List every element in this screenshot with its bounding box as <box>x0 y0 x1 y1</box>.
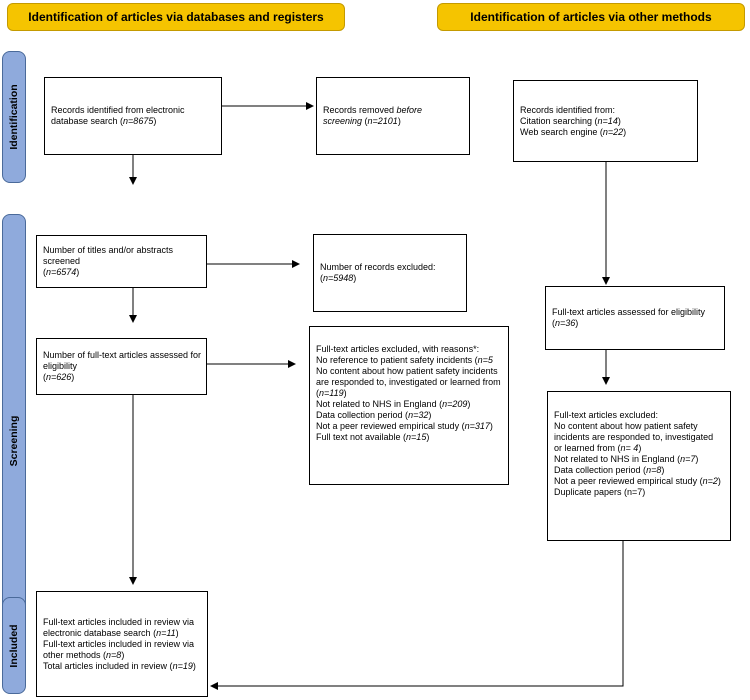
other-excluded-line: Not a peer reviewed empirical study (n=2… <box>554 476 721 486</box>
included-line: Full-text articles included in review vi… <box>43 616 195 627</box>
box-records-excluded: Number of records excluded:(n=5948) <box>313 234 467 312</box>
db-fulltext-line: eligibility <box>43 361 78 371</box>
included-line: electronic database search (n=11) <box>43 627 179 638</box>
box-db-excluded: Full-text articles excluded, with reason… <box>309 326 509 485</box>
removed-line: screening (n=2101) <box>323 116 401 126</box>
db-excluded-line: Not related to NHS in England (n=209) <box>316 399 471 409</box>
other-excluded-line: Not related to NHS in England (n=7) <box>554 454 699 464</box>
removed-line: Records removed before <box>323 105 423 115</box>
box-other-excluded: Full-text articles excluded:No content a… <box>547 391 731 541</box>
db-records-line: Records identified from electronic <box>51 105 185 115</box>
db-excluded-line: (n=119) <box>316 388 347 398</box>
db-excluded-line: No content about how patient safety inci… <box>316 366 498 376</box>
other-records-line: Web search engine (n=22) <box>520 126 627 137</box>
other-excluded-line: or learned from (n= 4) <box>554 443 642 453</box>
phase-identification: Identification <box>2 51 26 183</box>
other-records-line: Records identified from: <box>520 104 616 115</box>
records-excluded-line: (n=5948) <box>320 273 357 283</box>
other-excluded-line: No content about how patient safety <box>554 421 698 431</box>
db-excluded-line: Not a peer reviewed empirical study (n=3… <box>316 421 493 431</box>
phase-included: Included <box>2 597 26 694</box>
titles-screened-line: Number of titles and/or abstracts <box>43 245 174 255</box>
db-records-line: database search (n=8675) <box>51 116 157 126</box>
other-excluded-line: Data collection period (n=8) <box>554 465 665 475</box>
records-excluded-line: Number of records excluded: <box>320 262 436 272</box>
box-db-fulltext: Number of full-text articles assessed fo… <box>36 338 207 395</box>
box-other-records: Records identified from:Citation searchi… <box>513 80 698 162</box>
included-line: Full-text articles included in review vi… <box>43 638 195 649</box>
included-line: other methods (n=8) <box>43 649 125 660</box>
titles-screened-line: (n=6574) <box>43 267 80 277</box>
included-line: Total articles included in review (n=19) <box>43 660 196 671</box>
box-included: Full-text articles included in review vi… <box>36 591 208 697</box>
other-excluded-line: Full-text articles excluded: <box>554 410 659 420</box>
other-fulltext-line: Full-text articles assessed for eligibil… <box>552 307 706 317</box>
db-fulltext-line: (n=626) <box>43 372 75 382</box>
box-other-fulltext: Full-text articles assessed for eligibil… <box>545 286 725 350</box>
header-other-methods: Identification of articles via other met… <box>437 3 745 31</box>
other-excluded-line: incidents are responded to, investigated <box>554 432 714 442</box>
db-excluded-line: Data collection period (n=32) <box>316 410 432 420</box>
db-excluded-line: Full text not available (n=15) <box>316 432 430 442</box>
other-fulltext-line: (n=36) <box>552 318 579 328</box>
titles-screened-line: screened <box>43 256 81 266</box>
db-excluded-line: No reference to patient safety incidents… <box>316 355 493 365</box>
db-excluded-line: are responded to, investigated or learne… <box>316 377 501 387</box>
db-excluded-line: Full-text articles excluded, with reason… <box>316 344 480 354</box>
db-fulltext-line: Number of full-text articles assessed fo… <box>43 350 202 360</box>
other-excluded-line: Duplicate papers (n=7) <box>554 487 646 497</box>
other-records-line: Citation searching (n=14) <box>520 115 621 126</box>
phase-screening: Screening <box>2 214 26 667</box>
arrow-other-to-included <box>210 541 624 690</box>
header-databases: Identification of articles via databases… <box>7 3 345 31</box>
